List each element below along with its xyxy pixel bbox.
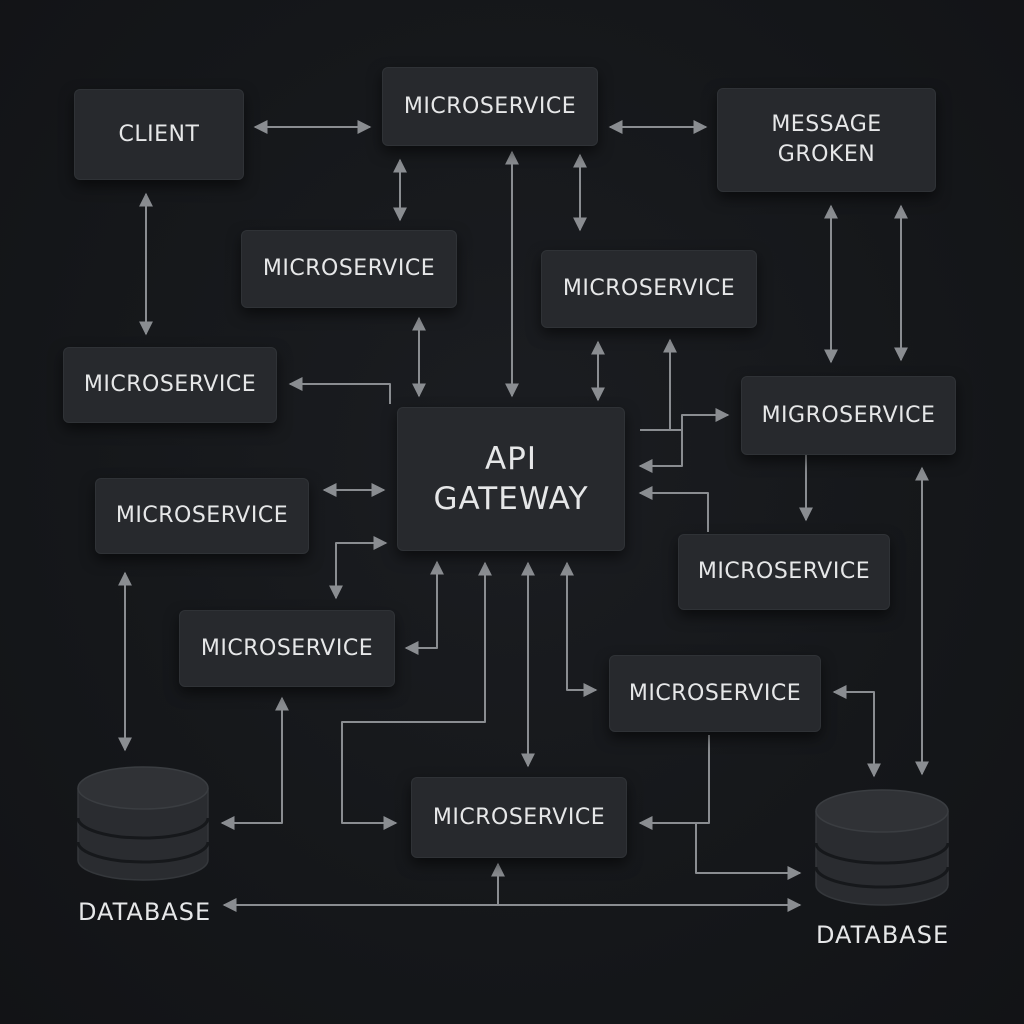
gateway-to-ms-left-arrow xyxy=(288,377,391,404)
ms-bottom-left-to-gateway-arrow xyxy=(404,560,444,655)
microservice-top-node: MICROSERVICE xyxy=(382,67,598,146)
microservice-right-lower-node: MICROSERVICE xyxy=(678,534,890,610)
gateway-to-ms-bottom-right-arrow xyxy=(560,561,598,697)
database-left-label: DATABASE xyxy=(78,898,212,926)
microservice-left-lower-label: MICROSERVICE xyxy=(115,503,289,528)
gateway-to-ms-bottom-left-arrow xyxy=(329,536,388,600)
database-right-icon xyxy=(814,789,950,906)
message-broker-label-line1: MESSAGE xyxy=(771,112,882,137)
ms-right-lower-to-gateway-arrow xyxy=(638,486,709,532)
client-node: CLIENT xyxy=(74,89,244,180)
microservice-bottom-right-node: MICROSERVICE xyxy=(609,655,821,732)
microservice-bottom-left-label: MICROSERVICE xyxy=(200,635,374,661)
gateway-to-ms-bottom-center-arrow-a xyxy=(341,561,492,830)
ms-bottom-right-to-ms-bottom-center-arrow xyxy=(638,735,710,830)
microservice-bottom-left-node: MICROSERVICE xyxy=(179,610,395,687)
microservice-left-node: MICROSERVICE xyxy=(63,347,277,423)
api-gateway-node: API GATEWAY xyxy=(397,407,625,551)
database-left-icon xyxy=(76,766,210,881)
ms-bottom-right-to-db-right-lower-arrow xyxy=(695,822,802,880)
microservice-left-mid-label: MICROSERVICE xyxy=(262,256,436,281)
microservice-left-label: MICROSERVICE xyxy=(83,372,257,397)
api-gateway-label-line2: GATEWAY xyxy=(433,481,589,517)
microservice-right-node: MIGROSERVICE xyxy=(741,376,956,455)
microservice-left-mid-node: MICROSERVICE xyxy=(241,230,457,308)
message-broker-label-line2: GROKEN xyxy=(777,142,876,167)
microservice-left-lower-node: MICROSERVICE xyxy=(95,478,309,554)
microservice-bottom-right-label: MICROSERVICE xyxy=(628,680,802,706)
ms-bottom-right-to-db-right-arrow xyxy=(832,685,881,778)
microservice-right-label: MIGROSERVICE xyxy=(761,402,936,428)
message-broker-node: MESSAGE GROKEN xyxy=(717,88,936,192)
api-gateway-label-line1: API xyxy=(484,441,538,477)
gateway-to-ms-right-arrow xyxy=(640,408,730,431)
microservice-right-lower-label: MICROSERVICE xyxy=(697,559,871,584)
microservice-bottom-center-label: MICROSERVICE xyxy=(432,804,606,830)
ms-right-to-gateway-arrow xyxy=(638,415,683,473)
microservice-top-label: MICROSERVICE xyxy=(403,93,577,119)
microservice-center-right-node: MICROSERVICE xyxy=(541,250,757,328)
gateway-to-ms-center-right-arrow xyxy=(640,338,677,431)
client-label: CLIENT xyxy=(118,121,200,147)
microservice-bottom-center-node: MICROSERVICE xyxy=(411,777,627,858)
db-left-to-ms-bottom-left-arrow xyxy=(220,696,289,830)
database-right-label: DATABASE xyxy=(816,921,950,949)
microservice-center-right-label: MICROSERVICE xyxy=(562,276,736,301)
